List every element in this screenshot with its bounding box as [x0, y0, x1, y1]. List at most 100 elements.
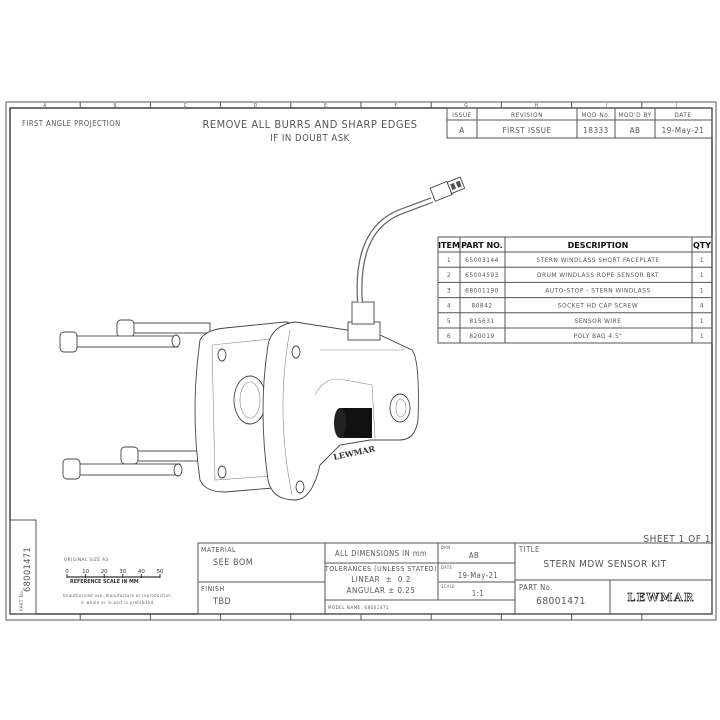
zone-marker-top: J: [675, 103, 678, 109]
rev-issue: A: [459, 126, 464, 135]
scale-value: 1:1: [472, 589, 484, 598]
parts-cell: 65004593: [465, 271, 499, 279]
parts-cell: 4: [447, 302, 451, 310]
parts-cell: 5: [447, 317, 451, 325]
parts-header-item: ITEM: [438, 241, 460, 250]
title-label: TITLE: [518, 545, 540, 554]
parts-cell: 3: [447, 286, 451, 294]
parts-header-part-no: PART NO.: [461, 241, 503, 250]
dimensions-note: ALL DIMENSIONS IN mm: [335, 549, 427, 558]
parts-cell: 1: [700, 271, 704, 279]
parts-cell: 2: [447, 271, 451, 279]
linear-tolerance: LINEAR ± 0.2: [351, 575, 411, 584]
parts-cell: 4: [700, 302, 704, 310]
parts-cell: 820019: [469, 332, 494, 340]
parts-cell: 80842: [471, 302, 492, 310]
parts-cell: 1: [447, 256, 451, 264]
parts-cell: SENSOR WIRE: [575, 317, 622, 325]
zone-marker-top: E: [324, 103, 327, 109]
parts-list-row: 6 820019 POLY BAG 4.5" 1: [438, 327, 712, 340]
rev-header-modd-by: MOD'D BY: [618, 111, 651, 119]
parts-header-qty: QTY: [693, 241, 711, 250]
rev-mod-no: 18333: [583, 126, 608, 135]
parts-cell: STERN WINDLASS SHORT FACEPLATE: [536, 256, 659, 264]
material-label: MATERIAL: [201, 546, 236, 554]
model-name: MODEL NAME: 68001471: [328, 605, 389, 611]
cap-screw: [59, 319, 211, 480]
parts-cell: 1: [700, 256, 704, 264]
parts-list-row: 2 65004593 DRUM WINDLASS ROPE SENSOR BKT 1: [438, 266, 712, 279]
tolerances-label: TOLERANCES (UNLESS STATED): [324, 565, 437, 573]
finish-value: TBD: [212, 597, 231, 607]
scale-tick-label: 50: [157, 569, 164, 575]
rev-date: 19-May-21: [662, 126, 705, 135]
note-line-1: REMOVE ALL BURRS AND SHARP EDGES: [202, 118, 417, 131]
legal-line-2: in whole or in part is prohibited: [81, 600, 154, 605]
finish-label: FINISH: [201, 585, 225, 593]
scale-tick-label: 30: [119, 569, 126, 575]
parts-cell: 1: [700, 317, 704, 325]
scale-tick-label: 40: [138, 569, 145, 575]
rev-header-revision: REVISION: [511, 111, 543, 119]
date-value: 19-May-21: [458, 571, 498, 580]
parts-cell: 68001190: [465, 286, 499, 294]
parts-cell: AUTO-STOP - STERN WINDLASS: [545, 286, 650, 294]
rev-header-mod-no: MOD No.: [581, 111, 610, 119]
zone-marker-top: D: [254, 103, 258, 109]
side-part-number: 68001471: [23, 547, 33, 592]
parts-cell: POLY BAG 4.5": [574, 332, 623, 340]
zone-marker-top: I: [606, 103, 608, 109]
projection-label: FIRST ANGLE PROJECTION: [22, 119, 121, 128]
lewmar-logo: LEWMAR: [627, 591, 694, 604]
original-size: ORIGINAL SIZE A3: [64, 557, 109, 563]
rev-modd-by: AB: [630, 126, 641, 135]
rev-revision: FIRST ISSUE: [502, 126, 551, 135]
parts-cell: SOCKET HD CAP SCREW: [558, 302, 638, 310]
parts-list-row: 5 815631 SENSOR WIRE 1: [438, 312, 712, 325]
parts-list-row: 3 68001190 AUTO-STOP - STERN WINDLASS 1: [438, 281, 712, 294]
zone-marker-top: B: [113, 103, 117, 109]
parts-header-description: DESCRIPTION: [568, 241, 629, 250]
scale-tick-label: 10: [82, 569, 89, 575]
side-part-label: PART No.: [19, 589, 25, 611]
sheet-number: SHEET 1 OF 1: [643, 534, 711, 545]
rev-header-date: DATE: [674, 111, 691, 119]
zone-marker-top: A: [43, 103, 47, 109]
parts-list-row: 1 65003144 STERN WINDLASS SHORT FACEPLATE 1: [447, 256, 704, 264]
zone-marker-top: F: [394, 103, 397, 109]
parts-cell: DRUM WINDLASS ROPE SENSOR BKT: [537, 271, 659, 279]
drawing-title: STERN MDW SENSOR KIT: [543, 559, 666, 570]
zone-marker-top: H: [534, 103, 538, 109]
drn-label: DRN: [441, 545, 450, 550]
assembly-illustration: LEWMAR: [59, 176, 466, 501]
date-label: DATE: [441, 565, 453, 570]
part-no-label: PART No.: [519, 583, 553, 592]
parts-cell: 1: [700, 286, 704, 294]
title-block: PART No. 68001471 ORIGINAL SIZE A3 0 10 20…: [9, 519, 713, 615]
zone-marker-top: G: [464, 103, 468, 109]
reference-scale: 0 10 20 30 40 50: [65, 569, 164, 578]
parts-cell: 815631: [469, 317, 494, 325]
angular-tolerance: ANGULAR ± 0.25: [347, 586, 416, 595]
material-value: SEE BOM: [213, 558, 253, 568]
rev-header-issue: ISSUE: [452, 111, 472, 119]
cable-connector: [429, 176, 466, 202]
legal-line-1: Unauthorised use, manufacture or reprodu…: [63, 593, 171, 598]
cable-gland: [347, 321, 381, 341]
parts-cell: 65003144: [465, 256, 499, 264]
part-number: 68001471: [536, 596, 586, 607]
zone-marker-top: C: [184, 103, 188, 109]
scale-field-label: SCALE: [441, 584, 455, 589]
revision-table: ISSUE REVISION MOD No. MOD'D BY DATE A F…: [446, 107, 713, 139]
parts-cell: 1: [700, 332, 704, 340]
parts-cell: 6: [447, 332, 451, 340]
scale-tick-label: 20: [101, 569, 108, 575]
note-line-2: IF IN DOUBT ASK: [270, 133, 350, 144]
parts-list-row: 4 80842 SOCKET HD CAP SCREW 4: [438, 297, 712, 310]
scale-label: REFERENCE SCALE IN MM: [70, 579, 139, 585]
drn-value: AB: [469, 551, 479, 560]
scale-tick-label: 0: [65, 569, 69, 575]
